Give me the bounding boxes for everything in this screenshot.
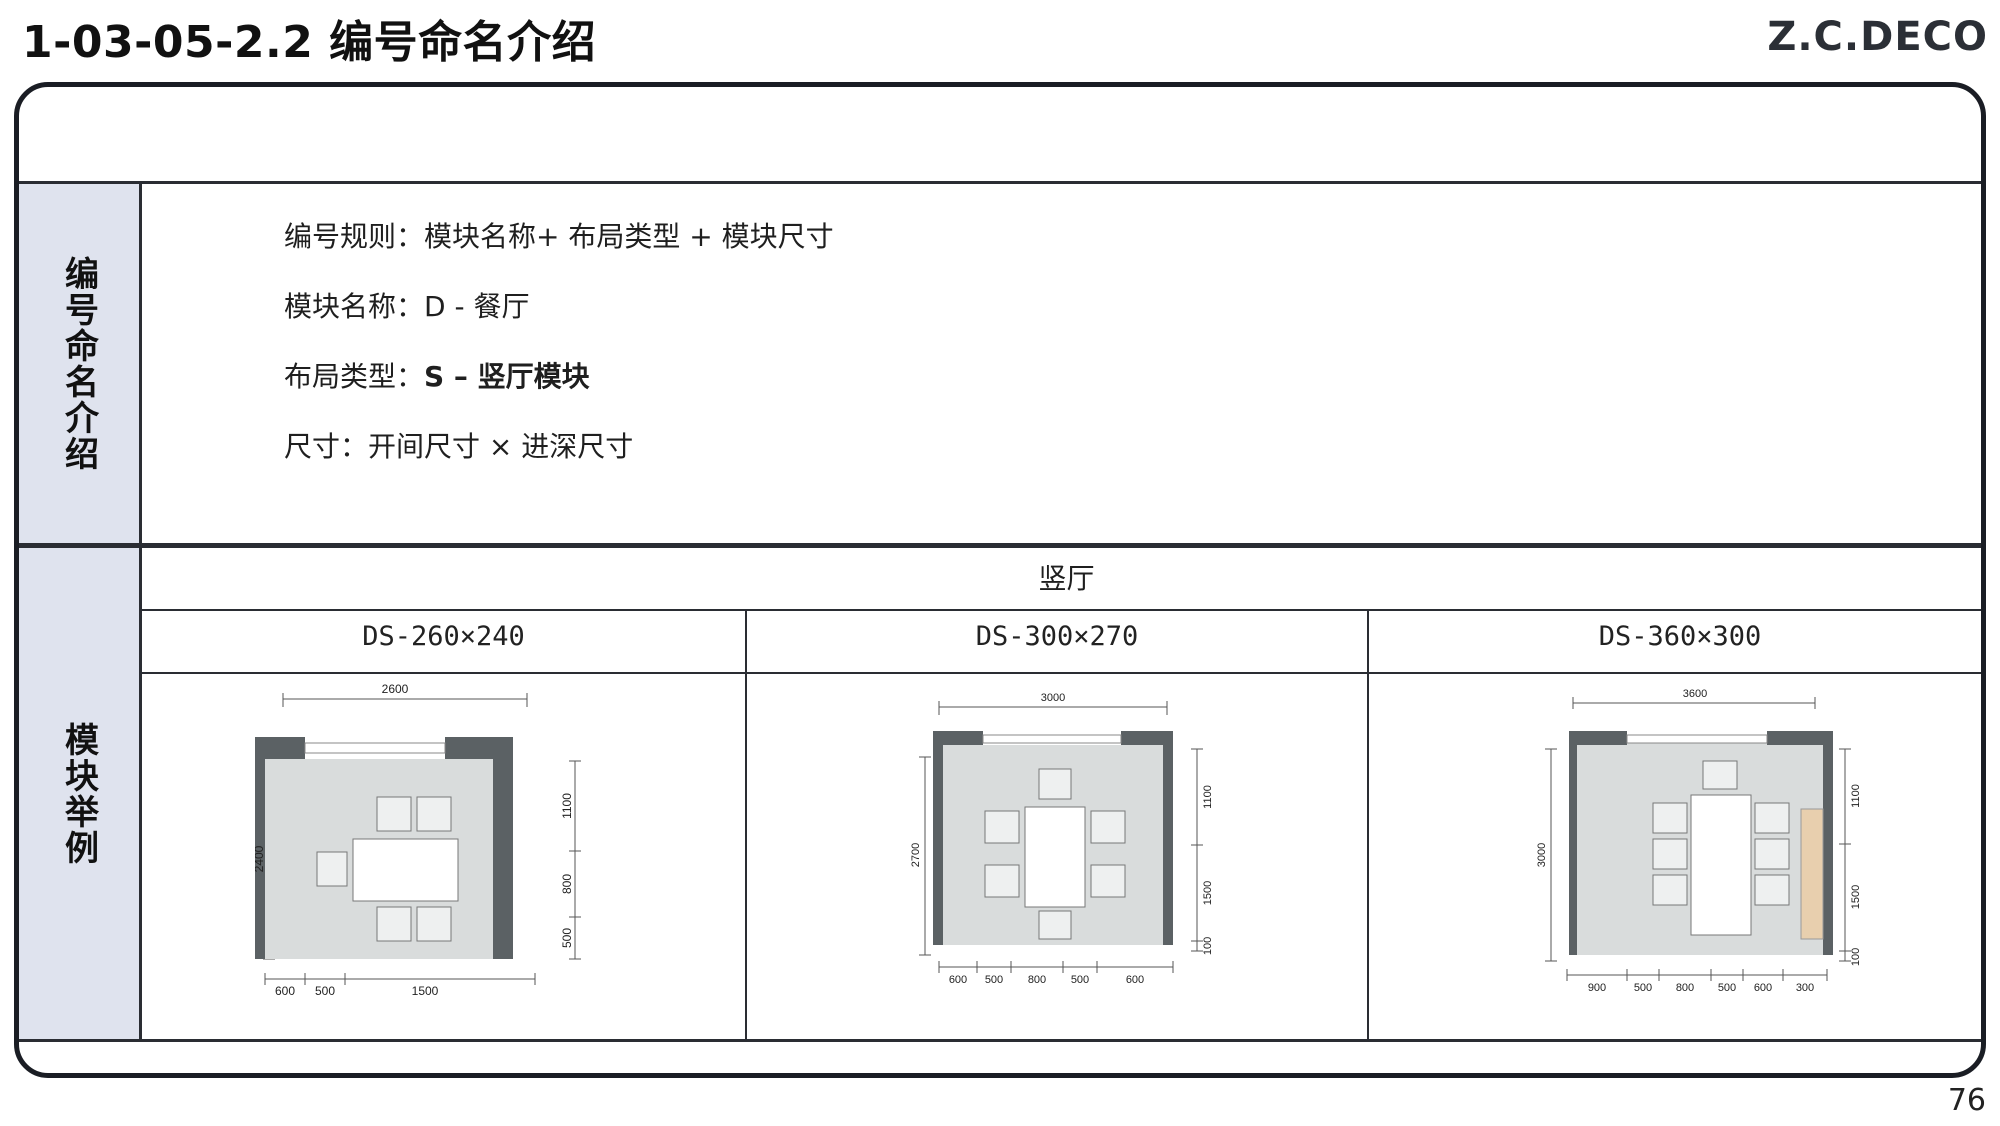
plan2-top-dim: 3000 bbox=[1041, 692, 1065, 704]
column-header-2: DS-300×270 bbox=[975, 621, 1139, 652]
divider-middle bbox=[19, 543, 1981, 548]
column-header-3: DS-360×300 bbox=[1598, 621, 1762, 652]
side-label-examples: 模块举例 bbox=[58, 721, 99, 866]
page-number: 76 bbox=[1947, 1083, 1986, 1118]
plan1-right-dim-1: 1100 bbox=[560, 793, 574, 819]
side-panel-naming: 编号命名介绍 bbox=[19, 184, 139, 543]
column-header-1: DS-260×240 bbox=[362, 621, 525, 652]
plan3-bottom-dim-1: 900 bbox=[1588, 982, 1606, 994]
plan2-right-dim-3: 100 bbox=[1202, 937, 1214, 955]
page-title: 1-03-05-2.2 编号命名介绍 bbox=[22, 17, 597, 68]
divider-group-header bbox=[139, 609, 1981, 611]
plan1-right-dim-2: 800 bbox=[560, 874, 574, 894]
content-frame: 编号命名介绍 模块举例 编号规则：模块名称+ 布局类型 + 模块尺寸 模块名称：… bbox=[14, 82, 1986, 1078]
side-divider bbox=[139, 184, 142, 1039]
plan1-side-dim: 2400 bbox=[255, 845, 266, 872]
plan2-right-dim-1: 1100 bbox=[1202, 785, 1214, 809]
group-header: 竖厅 bbox=[1038, 562, 1095, 595]
plan3-bottom-dim-6: 300 bbox=[1796, 982, 1814, 994]
plan3-bottom-dim-2: 500 bbox=[1634, 982, 1652, 994]
plan3-right-dim-2: 1500 bbox=[1850, 885, 1862, 909]
side-panel-examples: 模块举例 bbox=[19, 548, 139, 1039]
rule-layout-type: 布局类型：S – 竖厅模块 bbox=[284, 360, 590, 393]
plan3-right-dim-1: 1100 bbox=[1850, 784, 1862, 808]
plan1-right-dim-3: 500 bbox=[560, 928, 574, 948]
plan3-bottom-dim-4: 500 bbox=[1718, 982, 1736, 994]
floor-plan-3: 3600 3000 1100 1500 100 900 500 800 500 … bbox=[1515, 679, 1875, 1003]
divider-col-header bbox=[139, 672, 1981, 674]
col-divider-1 bbox=[745, 611, 747, 1039]
rule-module-name: 模块名称：D - 餐厅 bbox=[284, 290, 530, 323]
divider-top bbox=[19, 181, 1981, 184]
plan1-bottom-dim-2: 500 bbox=[315, 984, 335, 998]
plan2-bottom-dim-4: 500 bbox=[1071, 974, 1089, 986]
plan3-side-dim: 3000 bbox=[1536, 843, 1548, 867]
plan2-right-dim-2: 1500 bbox=[1202, 881, 1214, 905]
side-label-naming: 编号命名介绍 bbox=[58, 255, 99, 472]
plan2-bottom-dim-5: 600 bbox=[1126, 974, 1144, 986]
plan1-bottom-dim-3: 1500 bbox=[412, 984, 439, 998]
divider-bottom bbox=[19, 1039, 1981, 1042]
floor-plan-2: 3000 2700 1100 1500 100 600 500 800 500 … bbox=[877, 685, 1237, 999]
plan2-bottom-dim-2: 500 bbox=[985, 974, 1003, 986]
plan1-top-dim: 2600 bbox=[382, 682, 409, 696]
rule-size: 尺寸：开间尺寸 × 进深尺寸 bbox=[284, 430, 634, 463]
plan2-bottom-dim-3: 800 bbox=[1028, 974, 1046, 986]
plan3-top-dim: 3600 bbox=[1683, 688, 1707, 700]
brand-logo: Z.C.DECO bbox=[1767, 14, 1988, 60]
plan2-side-dim: 2700 bbox=[910, 843, 922, 867]
plan1-bottom-dim-1: 600 bbox=[275, 984, 295, 998]
plan2-bottom-dim-1: 600 bbox=[949, 974, 967, 986]
plan3-bottom-dim-3: 800 bbox=[1676, 982, 1694, 994]
plan3-bottom-dim-5: 600 bbox=[1754, 982, 1772, 994]
floor-plan-1: 2600 2400 1100 800 500 600 500 1500 bbox=[252, 679, 615, 1003]
col-divider-2 bbox=[1367, 611, 1369, 1039]
rule-numbering: 编号规则：模块名称+ 布局类型 + 模块尺寸 bbox=[284, 220, 834, 253]
rules-list: 编号规则：模块名称+ 布局类型 + 模块尺寸 模块名称：D - 餐厅 布局类型：… bbox=[284, 202, 834, 482]
plan3-right-dim-3: 100 bbox=[1850, 948, 1862, 966]
